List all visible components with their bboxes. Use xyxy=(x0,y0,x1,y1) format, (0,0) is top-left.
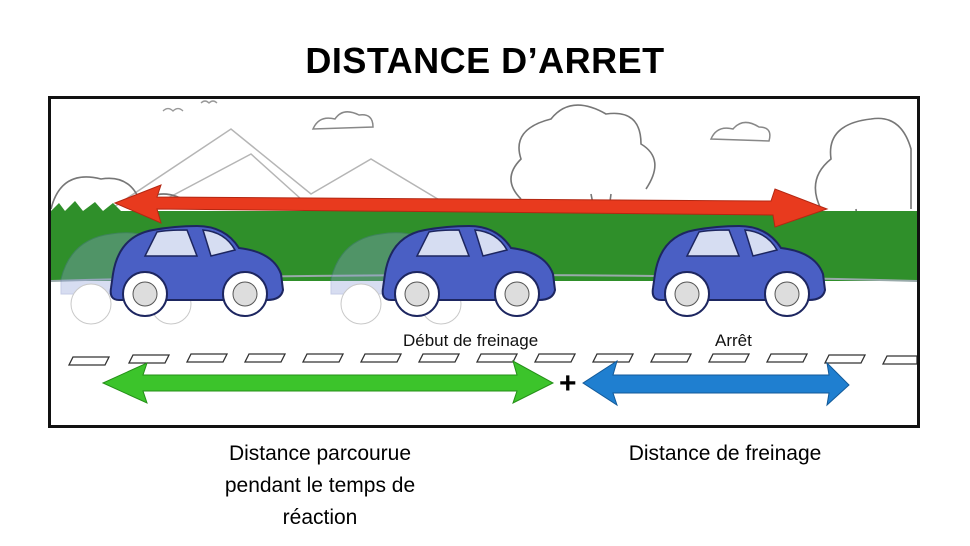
reaction-distance-arrow xyxy=(101,359,555,404)
braking-distance-arrow xyxy=(582,359,850,407)
reaction-caption-line-2: pendant le temps de xyxy=(224,474,416,497)
mountain-icon xyxy=(110,128,472,220)
car-icon xyxy=(109,224,285,317)
reaction-caption-line-1: Distance parcourue xyxy=(228,442,412,465)
road-markings xyxy=(67,353,917,366)
total-distance-arrow xyxy=(113,184,829,228)
plus-sign: + xyxy=(559,367,577,400)
car-icon xyxy=(651,224,827,317)
cloud-icon xyxy=(311,111,771,142)
car-icon xyxy=(381,224,557,317)
braking-distance-caption: Distance de freinage xyxy=(628,442,822,465)
stop-label: Arrêt xyxy=(715,331,752,350)
reaction-distance-caption: Distance parcourue pendant le temps de r… xyxy=(190,438,450,534)
braking-start-label: Début de freinage xyxy=(403,331,539,350)
bird-icon xyxy=(162,100,218,112)
diagram-scene: Début de freinage Arrêt + xyxy=(48,96,920,428)
reaction-caption-line-3: réaction xyxy=(282,506,358,529)
scene-illustration xyxy=(51,100,917,425)
page-title: DISTANCE D’ARRET xyxy=(305,40,665,81)
